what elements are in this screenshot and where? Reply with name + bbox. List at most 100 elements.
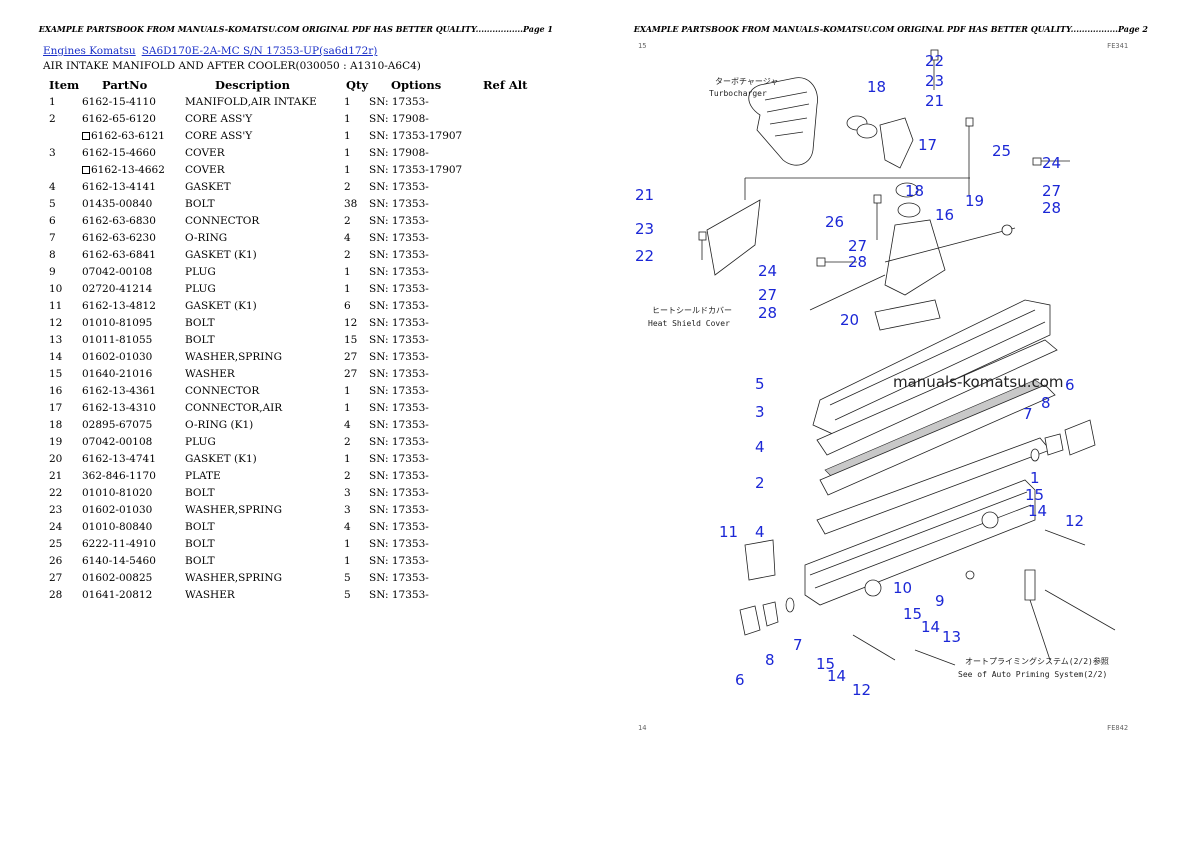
row-ref-alt bbox=[483, 382, 543, 399]
row-partno: 02720-41214 bbox=[82, 280, 185, 297]
row-qty: 2 bbox=[344, 178, 369, 195]
row-ref-alt bbox=[483, 127, 543, 144]
row-ref-alt bbox=[483, 161, 543, 178]
row-item-text: 11 bbox=[49, 299, 63, 312]
row-item: 13 bbox=[43, 331, 82, 348]
callout-number: 24 bbox=[758, 262, 777, 280]
row-item-text: 24 bbox=[49, 520, 63, 533]
row-partno-text: 01602-01030 bbox=[82, 350, 153, 363]
row-options-text: SN: 17353- bbox=[369, 571, 429, 584]
row-qty-text: 1 bbox=[344, 452, 351, 465]
callout-number: 18 bbox=[905, 182, 924, 200]
callout-number: 23 bbox=[635, 220, 654, 238]
callout-number: 6 bbox=[735, 671, 745, 689]
row-options-text: SN: 17353- bbox=[369, 265, 429, 278]
heat-shield-drawing bbox=[706, 177, 970, 276]
row-qty-text: 1 bbox=[344, 163, 351, 176]
row-options-text: SN: 17353- bbox=[369, 180, 429, 193]
row-ref-alt bbox=[483, 178, 543, 195]
breadcrumb-link-engines[interactable]: Engines Komatsu bbox=[43, 45, 136, 57]
row-qty: 1 bbox=[344, 382, 369, 399]
row-partno: 01435-00840 bbox=[82, 195, 185, 212]
row-ref-alt bbox=[483, 518, 543, 535]
row-qty-text: 1 bbox=[344, 129, 351, 142]
callout-number: 12 bbox=[852, 681, 871, 699]
row-qty-text: 4 bbox=[344, 520, 351, 533]
row-options: SN: 17353- bbox=[369, 348, 483, 365]
row-partno: 6162-15-4660 bbox=[82, 144, 185, 161]
row-options-text: SN: 17353- bbox=[369, 350, 429, 363]
alternate-marker-icon bbox=[82, 165, 90, 174]
row-ref-alt bbox=[483, 263, 543, 280]
row-options-text: SN: 17353- bbox=[369, 486, 429, 499]
row-partno: 01602-00825 bbox=[82, 569, 185, 586]
row-item: 20 bbox=[43, 450, 82, 467]
row-partno: 6162-65-6120 bbox=[82, 110, 185, 127]
auto-priming-en-label: See of Auto Priming System(2/2) bbox=[958, 670, 1107, 679]
row-ref-alt bbox=[483, 93, 543, 110]
row-description-text: GASKET (K1) bbox=[185, 299, 257, 312]
row-description: CONNECTOR,AIR bbox=[185, 399, 344, 416]
row-partno-text: 362-846-1170 bbox=[82, 469, 156, 482]
row-ref-alt bbox=[483, 416, 543, 433]
row-partno: 01602-01030 bbox=[82, 501, 185, 518]
row-item: 5 bbox=[43, 195, 82, 212]
row-options: SN: 17353- bbox=[369, 229, 483, 246]
breadcrumb-link-model[interactable]: SA6D170E-2A-MC S/N 17353-UP(sa6d172r) bbox=[141, 45, 378, 57]
row-item-text: 27 bbox=[49, 571, 63, 584]
callout-number: 16 bbox=[935, 206, 954, 224]
row-description: GASKET bbox=[185, 178, 344, 195]
row-description-text: GASKET bbox=[185, 180, 231, 193]
callout-number: 5 bbox=[755, 375, 765, 393]
heat-shield-en-label: Heat Shield Cover bbox=[648, 319, 730, 328]
row-ref-alt bbox=[483, 195, 543, 212]
row-options: SN: 17353- bbox=[369, 586, 483, 603]
row-partno-text: 6162-65-6120 bbox=[82, 112, 156, 125]
row-qty-text: 6 bbox=[344, 299, 351, 312]
row-ref-alt bbox=[483, 144, 543, 161]
row-options-text: SN: 17353- bbox=[369, 401, 429, 414]
row-options: SN: 17353- bbox=[369, 331, 483, 348]
scan-corner-bl: 14 bbox=[638, 724, 647, 732]
row-partno-text: 6162-63-6121 bbox=[91, 129, 165, 142]
row-item: 4 bbox=[43, 178, 82, 195]
row-ref-alt bbox=[483, 399, 543, 416]
row-qty-text: 1 bbox=[344, 112, 351, 125]
row-item: 1 bbox=[43, 93, 82, 110]
page-header: EXAMPLE PARTSBOOK FROM MANUALS-KOMATSU.C… bbox=[633, 24, 1148, 34]
row-partno-text: 6162-13-4361 bbox=[82, 384, 156, 397]
row-qty-text: 1 bbox=[344, 401, 351, 414]
row-ref-alt bbox=[483, 586, 543, 603]
auto-priming-leader bbox=[1029, 599, 1051, 661]
row-options-text: SN: 17353- bbox=[369, 231, 429, 244]
row-qty-text: 27 bbox=[344, 350, 358, 363]
callout-number: 14 bbox=[921, 618, 940, 636]
row-description-text: PLUG bbox=[185, 265, 216, 278]
row-item-text: 6 bbox=[49, 214, 56, 227]
row-description: BOLT bbox=[185, 314, 344, 331]
row-item: 17 bbox=[43, 399, 82, 416]
row-item: 25 bbox=[43, 535, 82, 552]
row-partno-text: 6222-11-4910 bbox=[82, 537, 156, 550]
row-options: SN: 17353- bbox=[369, 382, 483, 399]
callout-number: 28 bbox=[1042, 199, 1061, 217]
row-description: WASHER bbox=[185, 586, 344, 603]
row-description: O-RING (K1) bbox=[185, 416, 344, 433]
row-options: SN: 17353- bbox=[369, 535, 483, 552]
row-ref-alt bbox=[483, 229, 543, 246]
page-header: EXAMPLE PARTSBOOK FROM MANUALS-KOMATSU.C… bbox=[38, 24, 553, 34]
row-options: SN: 17353- bbox=[369, 212, 483, 229]
row-qty-text: 2 bbox=[344, 469, 351, 482]
row-item-text: 15 bbox=[49, 367, 63, 380]
row-qty-text: 3 bbox=[344, 503, 351, 516]
row-partno-text: 6140-14-5460 bbox=[82, 554, 156, 567]
row-qty-text: 27 bbox=[344, 367, 358, 380]
callout-number: 15 bbox=[903, 605, 922, 623]
row-item: 12 bbox=[43, 314, 82, 331]
callout-number: 21 bbox=[635, 186, 654, 204]
